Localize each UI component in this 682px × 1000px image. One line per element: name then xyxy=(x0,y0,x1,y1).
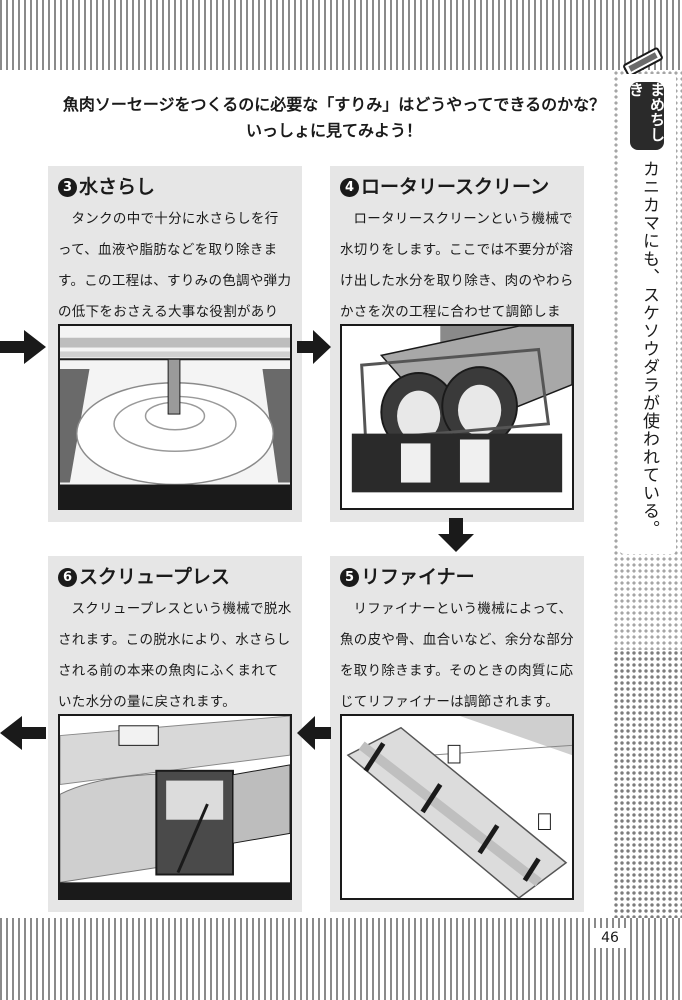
arrow-right-icon xyxy=(297,330,331,364)
arrow-right-icon xyxy=(0,330,46,364)
step-title-text: ロータリースクリーン xyxy=(361,176,550,198)
step-description: スクリュープレスという機械で脱水されます。この脱水により、水さらしされる前の本来… xyxy=(58,601,292,710)
step-title-text: リファイナー xyxy=(361,566,475,588)
page-number: 46 xyxy=(592,928,628,948)
rotary-screen-illustration xyxy=(340,324,574,510)
mamechishiki-badge: まめちしき xyxy=(627,82,666,150)
intro-line-1: 魚肉ソーセージをつくるのに必要な「すりみ」はどうやってできるのかな？ xyxy=(62,95,606,114)
bottom-decorative-band xyxy=(0,918,682,1000)
refiner-illustration xyxy=(340,714,574,900)
water-tank-illustration xyxy=(58,324,292,510)
column-panel xyxy=(620,74,676,554)
step-number-badge: 3 xyxy=(58,178,77,197)
intro-text: 魚肉ソーセージをつくるのに必要な「すりみ」はどうやってできるのかな？ いっしょに… xyxy=(60,92,608,144)
step-description: リファイナーという機械によって、魚の皮や骨、血合いなど、余分な部分を取り除きます… xyxy=(340,601,574,710)
step-number-badge: 4 xyxy=(340,178,359,197)
step-number-badge: 5 xyxy=(340,568,359,587)
step-title-text: 水さらし xyxy=(79,176,156,198)
intro-line-2: いっしょに見てみよう！ xyxy=(245,121,422,140)
arrow-left-icon xyxy=(297,716,331,750)
arrow-left-icon xyxy=(0,716,46,750)
pencil-icon xyxy=(620,44,666,80)
step-title-text: スクリュープレス xyxy=(79,566,230,588)
screw-press-illustration xyxy=(58,714,292,900)
top-decorative-band xyxy=(0,0,682,70)
step-number-badge: 6 xyxy=(58,568,77,587)
column-text: カニカマにも、スケソウダラが使われている。 xyxy=(639,160,659,538)
arrow-down-icon xyxy=(438,518,474,552)
